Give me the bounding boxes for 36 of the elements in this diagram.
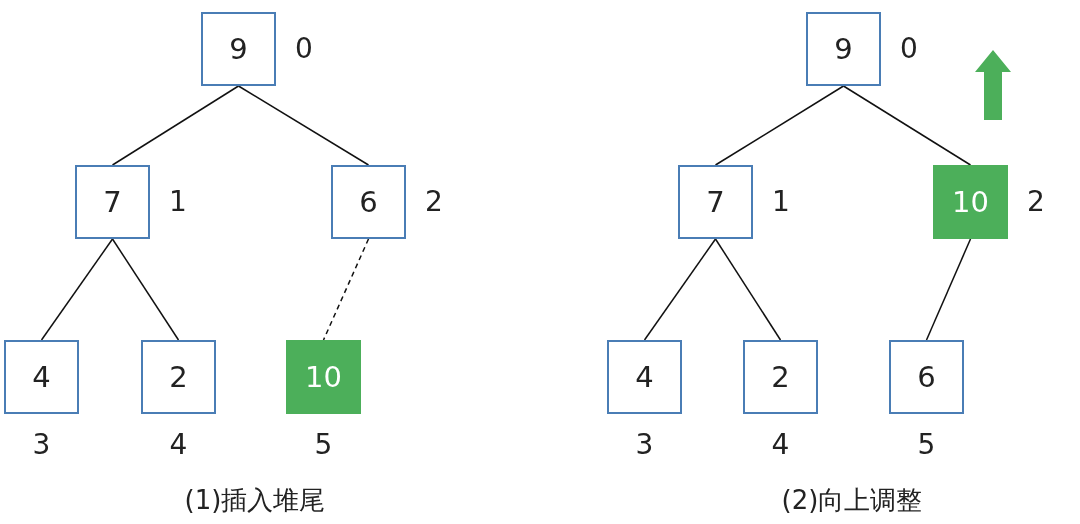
node-box: 2: [141, 340, 216, 414]
node-box: 7: [678, 165, 753, 239]
tree-edge: [842, 85, 972, 166]
highlighted-node-box: 10: [933, 165, 1008, 239]
index-number: 4: [169, 431, 188, 459]
node-box: 6: [331, 165, 406, 239]
caption: (1)插入堆尾: [184, 487, 326, 513]
node-box: 6: [889, 340, 964, 414]
node-box: 4: [4, 340, 79, 414]
node-box: 7: [75, 165, 150, 239]
index-number: 2: [425, 188, 443, 216]
tree-edge: [925, 238, 972, 341]
index-number: 2: [1027, 188, 1045, 216]
node-box: 2: [743, 340, 818, 414]
index-number: 0: [295, 35, 313, 63]
index-number: 5: [917, 431, 936, 459]
tree-edge: [322, 238, 370, 341]
tree-edge: [714, 85, 845, 166]
index-number: 0: [900, 35, 918, 63]
node-box: 9: [806, 12, 881, 86]
tree-edge: [237, 85, 370, 166]
index-number: 1: [169, 188, 187, 216]
index-number: 3: [635, 431, 654, 459]
index-number: 4: [771, 431, 790, 459]
caption: (2)向上调整: [781, 487, 923, 513]
highlighted-node-box: 10: [286, 340, 361, 414]
tree-edge: [714, 238, 782, 341]
tree-edge: [111, 85, 240, 166]
tree-edge: [40, 238, 114, 341]
tree-edge: [111, 238, 180, 341]
tree-edge: [643, 238, 717, 341]
index-number: 1: [772, 188, 790, 216]
node-box: 4: [607, 340, 682, 414]
index-number: 3: [32, 431, 51, 459]
index-number: 5: [314, 431, 333, 459]
node-box: 9: [201, 12, 276, 86]
